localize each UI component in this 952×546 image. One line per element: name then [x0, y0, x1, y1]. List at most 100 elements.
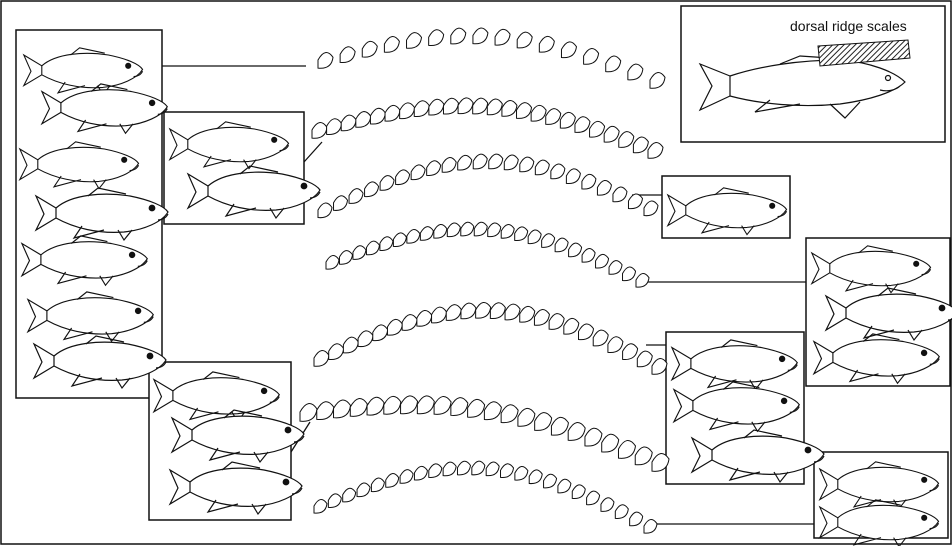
fish-icon — [672, 381, 800, 433]
fish-icon — [152, 371, 280, 423]
ridge-scale — [316, 401, 335, 421]
ridge-scale — [538, 35, 555, 53]
ridge-scale — [504, 303, 521, 321]
ridge-scale — [383, 36, 400, 53]
ridge-scale — [571, 484, 586, 499]
ridge-scale — [317, 202, 333, 219]
ridge-scale — [383, 395, 402, 415]
ridge-scale — [517, 407, 536, 427]
ridge-scale — [503, 154, 519, 171]
ridge-scale — [299, 403, 318, 422]
ridge-scale — [327, 493, 342, 508]
fish-icon — [32, 335, 167, 390]
ridge-scale — [472, 153, 488, 170]
ridge-scale — [651, 358, 668, 375]
ridge-scale — [618, 131, 635, 148]
ridge-scale — [433, 396, 452, 415]
ridge-scale — [357, 330, 374, 348]
ridge-scale — [399, 469, 414, 484]
ridge-scale — [543, 473, 558, 489]
ridge-scale — [605, 55, 622, 73]
ridge-scale — [548, 313, 565, 330]
ridge-scale — [500, 463, 515, 478]
ridge-scale — [441, 157, 457, 173]
ridge-scale — [586, 490, 601, 506]
ridge-scale — [413, 100, 430, 118]
ridge-scale — [460, 221, 475, 237]
ridge-scale — [472, 97, 489, 115]
ridge-scale — [584, 427, 603, 447]
ridge-scale — [486, 98, 503, 116]
ridge-scale — [326, 118, 343, 135]
ridge-2-scale-row — [311, 97, 664, 159]
ridge-scale — [612, 186, 628, 203]
ridge-scale — [428, 463, 443, 478]
ridge-scale — [442, 97, 459, 115]
ridge-scale — [600, 497, 615, 512]
ridge-scale — [514, 226, 529, 242]
ridge-7-scale-row — [313, 460, 658, 534]
ridge-scale — [392, 232, 407, 248]
ridge-scale — [457, 154, 473, 171]
fish-icon — [168, 121, 290, 170]
ridge-scale — [500, 224, 515, 239]
ridge-scale — [400, 395, 419, 415]
ridge-scale — [366, 396, 385, 416]
ridge-scale — [333, 399, 352, 419]
ridge-scale — [488, 153, 504, 170]
ridge-scale — [338, 250, 353, 265]
ridge-scale — [442, 461, 457, 477]
fish-icon — [20, 235, 148, 287]
ridge-scale — [328, 343, 345, 360]
ridge-scale — [471, 460, 486, 476]
fish-icon — [26, 291, 154, 343]
ridge-scale — [567, 422, 586, 441]
ridge-scale — [339, 46, 356, 63]
fish-icon — [186, 165, 321, 220]
ridge-scale — [355, 111, 372, 128]
ridge-scale — [450, 27, 467, 45]
fish-layer — [18, 47, 952, 546]
ridge-scale — [634, 446, 653, 466]
ridge-scale — [313, 499, 328, 514]
ridge-scale — [568, 242, 583, 258]
ridge-scale — [457, 97, 474, 115]
fish-icon — [34, 187, 169, 242]
ridge-scale — [643, 200, 659, 217]
ridge-scale — [581, 248, 596, 263]
ridge-scale — [426, 160, 442, 176]
ridge-scale — [311, 122, 328, 139]
ridge-scale — [519, 156, 535, 173]
ridge-scale — [410, 164, 426, 181]
ridge-scale — [325, 255, 340, 270]
ridge-scale — [431, 306, 448, 324]
ridge-scale — [622, 343, 639, 361]
ridge-scale — [472, 27, 489, 45]
ridge-scale — [603, 125, 620, 143]
ridge-scale — [379, 236, 394, 251]
ridge-scale — [560, 41, 577, 59]
fish-icon — [22, 47, 144, 96]
ridge-scale — [647, 142, 664, 159]
ridge-scale — [632, 136, 649, 154]
ridge-scale — [428, 98, 445, 116]
ridge-scale — [514, 466, 529, 481]
ridge-layer — [299, 27, 670, 534]
connector-lines — [162, 65, 814, 525]
inset-panel — [680, 5, 946, 143]
ridge-scale — [386, 318, 403, 336]
ridge-scale — [369, 107, 386, 125]
ridge-scale — [342, 336, 359, 354]
ridge-scale — [592, 329, 609, 347]
ridge-scale — [385, 473, 400, 488]
ridge-scale — [559, 112, 576, 129]
ridge-scale — [406, 229, 421, 244]
ridge-scale — [516, 31, 533, 49]
ridge-scale — [608, 260, 623, 275]
ridge-scale — [595, 253, 610, 269]
ridge-scale — [527, 229, 542, 245]
ridge-scale — [627, 193, 643, 210]
ridge-scale — [541, 233, 556, 248]
